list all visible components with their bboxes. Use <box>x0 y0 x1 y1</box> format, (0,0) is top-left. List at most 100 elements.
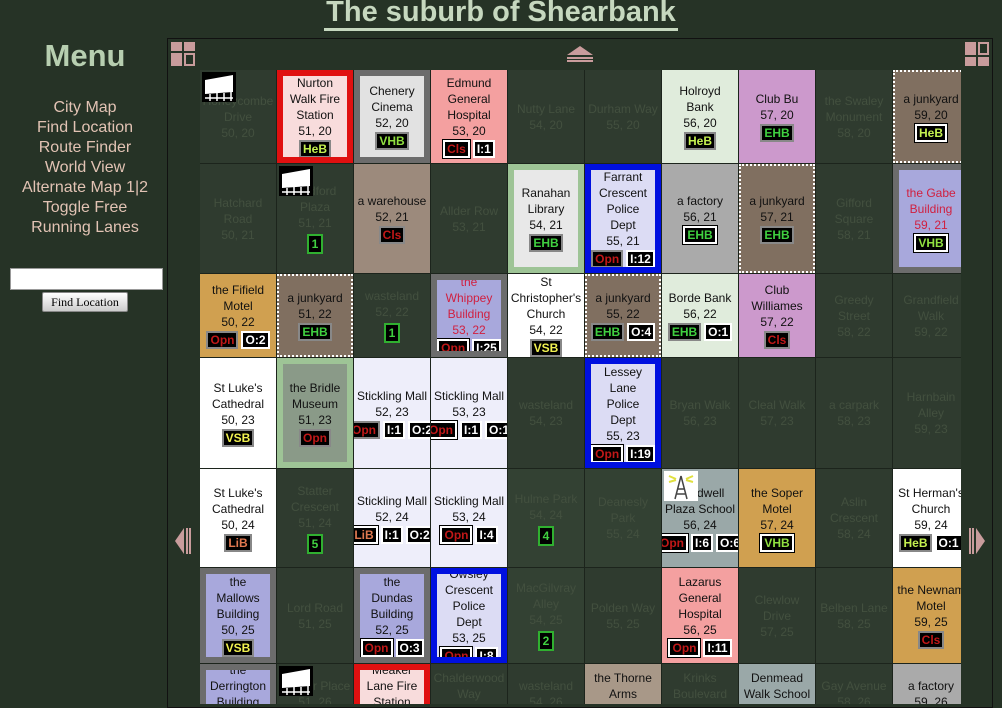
status-badge: O:6 <box>716 533 738 552</box>
status-badge: Cls <box>442 139 471 159</box>
map-cell-building[interactable]: Meaker Lane Fire Station52, 26 <box>354 664 430 704</box>
menu-link-running-lanes[interactable]: Running Lanes <box>31 219 139 236</box>
location-search-input[interactable] <box>10 268 163 290</box>
scroll-up-arrow-icon[interactable] <box>566 45 594 63</box>
location-name: a warehouse <box>357 194 427 208</box>
menu-link-find-location[interactable]: Find Location <box>36 119 134 136</box>
location-name: the Dundas Building <box>370 575 414 621</box>
status-badges: Opn <box>299 428 331 447</box>
location-name: the Newnam Motel <box>897 583 961 613</box>
map-cell-building[interactable]: Denmead Walk School57, 26 <box>739 664 815 704</box>
location-name: Krinks Boulevard <box>672 671 728 701</box>
location-name: a junkyard <box>595 291 651 305</box>
location-name: the Derrington Building <box>209 664 267 704</box>
scroll-left-arrow-icon[interactable] <box>174 527 192 555</box>
status-badge: Opn <box>360 638 394 657</box>
find-location-button[interactable]: Find Location <box>42 292 128 312</box>
menu-link-city-map[interactable]: City Map <box>53 99 117 116</box>
status-badge: EHB <box>760 124 794 142</box>
scroll-right-arrow-icon[interactable] <box>968 527 986 555</box>
map-cell-street[interactable]: Chalderwood Way53, 26 <box>431 664 507 704</box>
menu-link-world-view[interactable]: World View <box>44 159 126 176</box>
location-name: wasteland <box>518 679 574 693</box>
location-coordinates: 56, 25 <box>683 623 717 637</box>
map-cell-street[interactable]: Krinks Boulevard56, 26 <box>662 664 738 704</box>
menu-link-route-finder[interactable]: Route Finder <box>38 139 132 156</box>
grid-view-right-icon[interactable] <box>965 42 989 66</box>
location-name: Chalderwood Way <box>433 671 505 701</box>
status-badges: VSB <box>221 639 255 657</box>
menu-link-alternate-map[interactable]: Alternate Map 1|2 <box>21 179 148 196</box>
location-name: St Christopher's Church <box>510 275 582 321</box>
grid-view-icon[interactable] <box>171 42 195 66</box>
map-cell-building[interactable]: the Thorne Arms55, 26 <box>585 664 661 704</box>
menu-link-toggle-free[interactable]: Toggle Free <box>42 199 128 216</box>
